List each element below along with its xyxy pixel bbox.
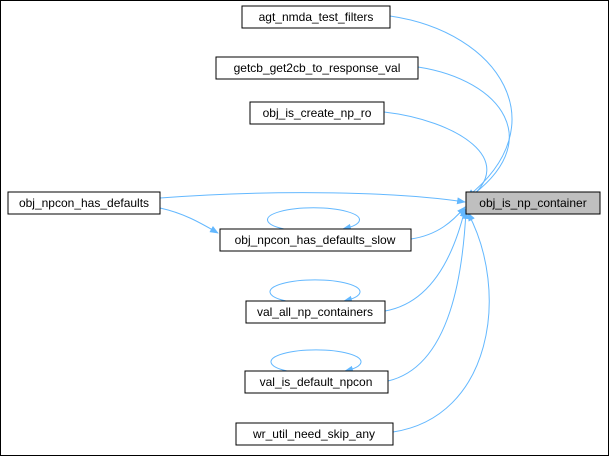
node-label: val_is_default_npcon xyxy=(260,375,373,389)
node-obj_npcon_has_defaults[interactable]: obj_npcon_has_defaults xyxy=(7,191,161,215)
node-box xyxy=(241,5,391,29)
self-loop-val_is_default_npcon xyxy=(270,349,362,373)
node-obj_is_np_container: obj_is_np_container xyxy=(465,191,601,215)
node-box xyxy=(235,422,394,446)
edge-obj_npcon_has_defaults-to-obj_npcon_has_defaults_slow xyxy=(159,207,219,234)
node-box xyxy=(249,101,385,125)
edge-obj_npcon_has_defaults_slow-to-obj_is_np_container xyxy=(410,206,466,240)
node-wr_util_need_skip_any[interactable]: wr_util_need_skip_any xyxy=(235,422,394,446)
edge-wr_util_need_skip_any-to-obj_is_np_container xyxy=(392,212,490,433)
node-agt_nmda_test_filters[interactable]: agt_nmda_test_filters xyxy=(241,5,391,29)
edge-agt_nmda_test_filters-to-obj_is_np_container xyxy=(389,15,513,198)
edge-val_all_np_containers-to-obj_is_np_container xyxy=(384,208,467,312)
node-label: getcb_get2cb_to_response_val xyxy=(234,61,401,75)
node-label: obj_is_np_container xyxy=(479,196,586,210)
node-label: obj_npcon_has_defaults xyxy=(19,196,149,210)
node-val_all_np_containers[interactable]: val_all_np_containers xyxy=(245,300,386,324)
node-label: val_all_np_containers xyxy=(257,305,373,319)
self-loop-obj_npcon_has_defaults_slow xyxy=(267,207,360,231)
node-box xyxy=(244,370,389,394)
node-box xyxy=(219,228,412,252)
node-box xyxy=(7,191,161,215)
edge-getcb_get2cb_to_response_val-to-obj_is_np_container xyxy=(417,66,510,200)
node-obj_npcon_has_defaults_slow[interactable]: obj_npcon_has_defaults_slow xyxy=(219,228,412,252)
edge-val_is_default_npcon-to-obj_is_np_container xyxy=(387,210,470,382)
node-val_is_default_npcon[interactable]: val_is_default_npcon xyxy=(244,370,389,394)
edge-obj_is_create_np_ro-to-obj_is_np_container xyxy=(383,111,488,202)
node-label: obj_is_create_np_ro xyxy=(263,106,372,120)
edge-obj_npcon_has_defaults-to-obj_is_np_container xyxy=(159,192,466,205)
node-label: wr_util_need_skip_any xyxy=(252,427,375,441)
node-label: obj_npcon_has_defaults_slow xyxy=(235,233,396,247)
node-obj_is_create_np_ro[interactable]: obj_is_create_np_ro xyxy=(249,101,385,125)
node-box-highlighted xyxy=(465,191,601,215)
node-box xyxy=(245,300,386,324)
node-label: agt_nmda_test_filters xyxy=(259,10,374,24)
self-loop-val_all_np_containers xyxy=(269,279,361,303)
node-box xyxy=(215,56,419,80)
node-getcb_get2cb_to_response_val[interactable]: getcb_get2cb_to_response_val xyxy=(215,56,419,80)
